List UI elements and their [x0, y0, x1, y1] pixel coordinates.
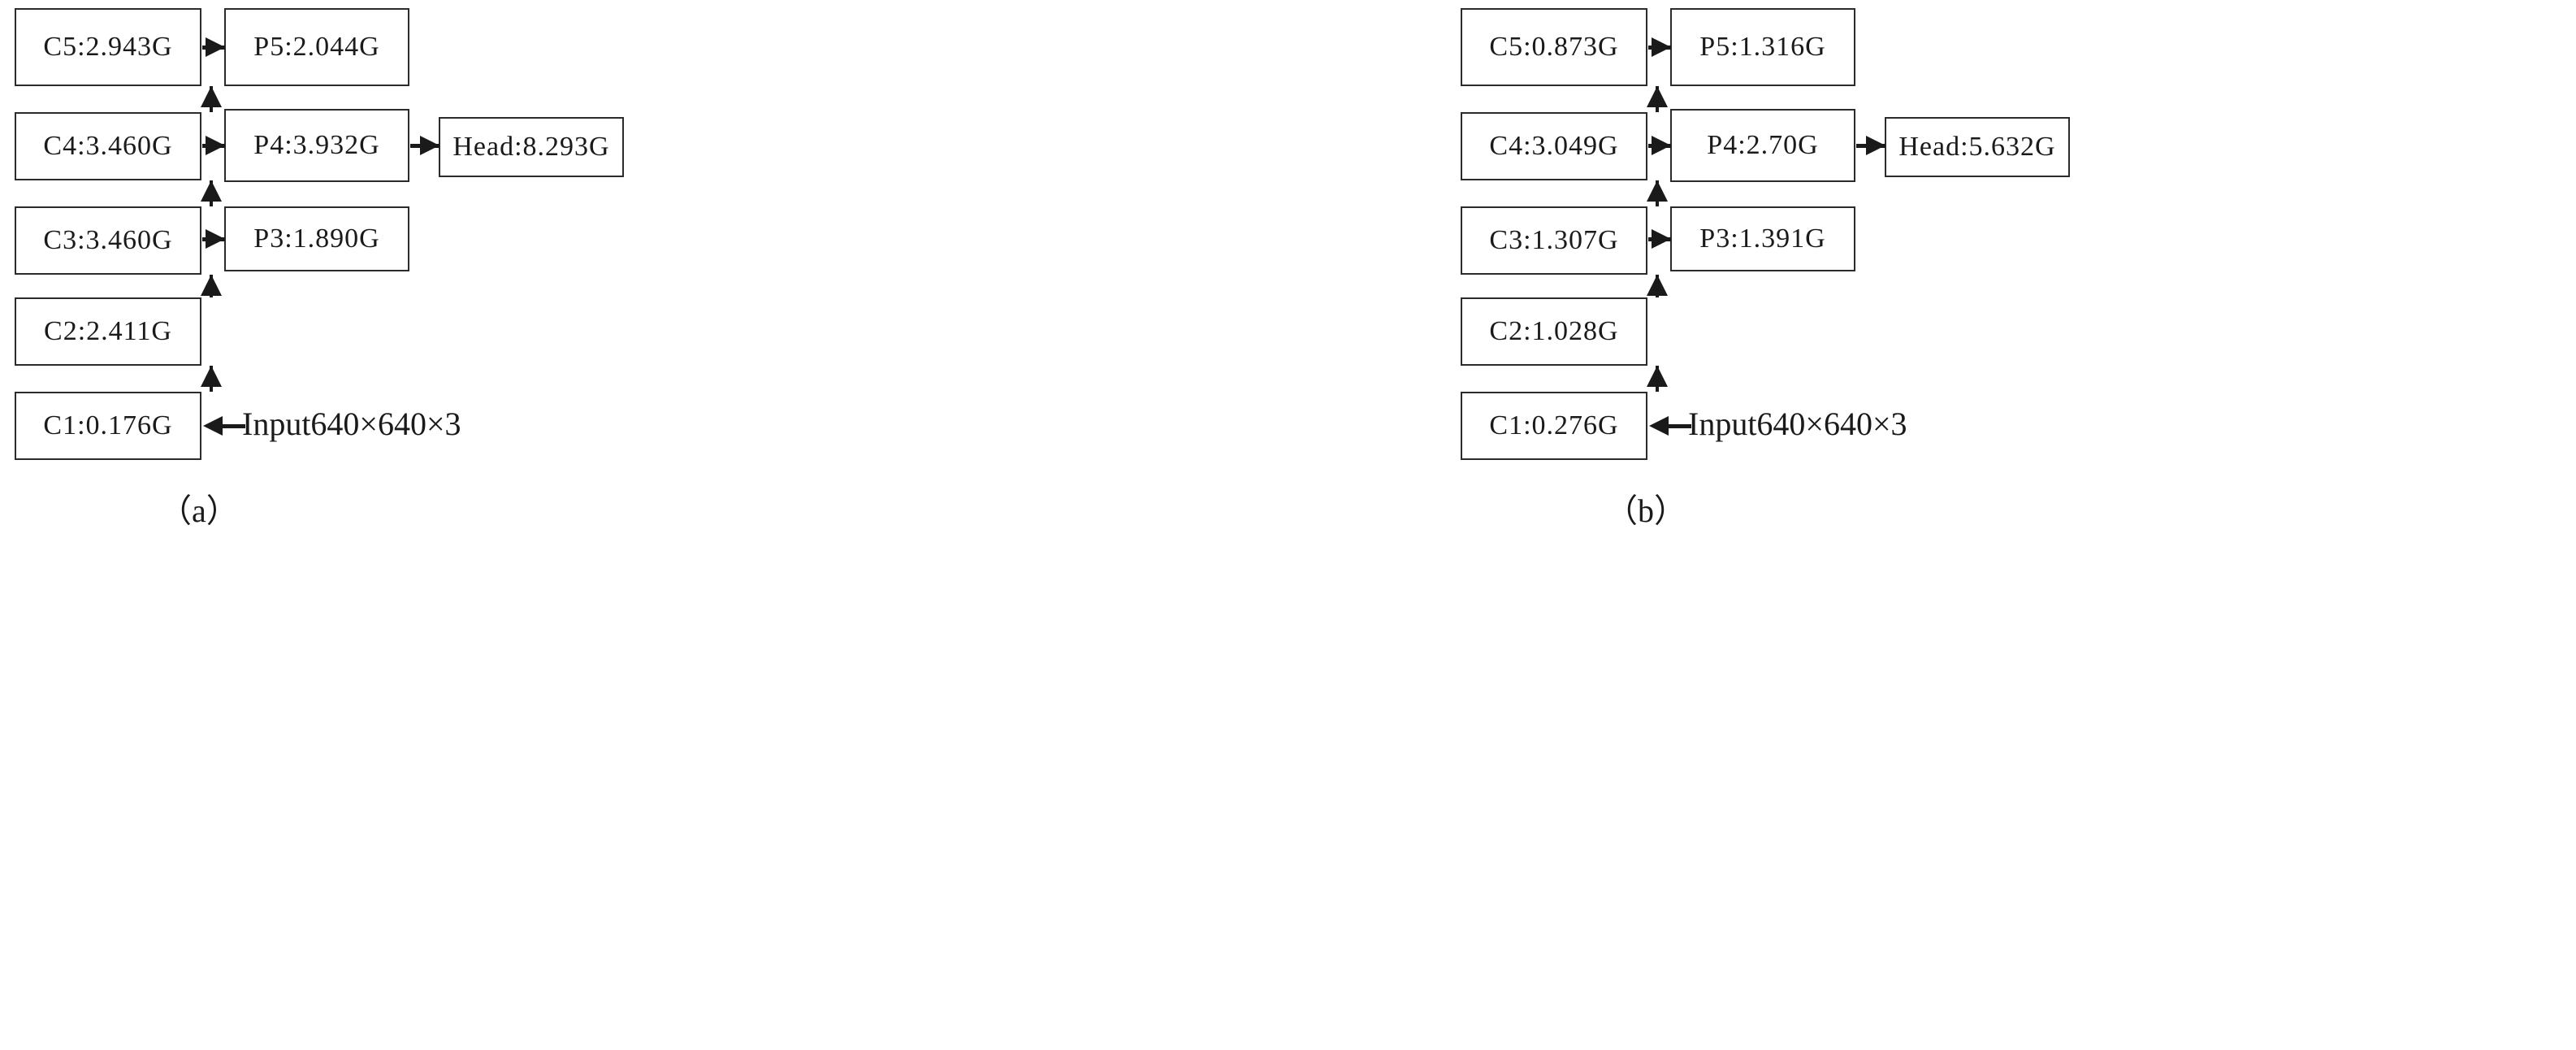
- node-c2-label: C2:1.028G: [1489, 316, 1619, 346]
- node-head-label: Head:8.293G: [452, 132, 610, 162]
- node-c4-label: C4:3.049G: [1489, 131, 1619, 161]
- node-p4-label: P4:2.70G: [1707, 130, 1819, 160]
- arrow-c2-to-c3-icon: [1647, 275, 1668, 297]
- arrow-c4-to-c5-icon: [201, 86, 222, 112]
- panel-caption-a: （a）: [159, 492, 239, 529]
- arrow-c3-to-p3-icon: [202, 229, 225, 249]
- node-c1[interactable]: C1:0.176G: [15, 392, 201, 460]
- node-head[interactable]: Head:8.293G: [439, 117, 624, 177]
- arrow-c2-to-c3-icon: [201, 275, 222, 297]
- node-c1-label: C1:0.176G: [43, 410, 173, 440]
- node-p3-label: P3:1.890G: [253, 223, 380, 254]
- node-p4[interactable]: P4:3.932G: [224, 109, 409, 182]
- node-c5[interactable]: C5:0.873G: [1461, 8, 1647, 86]
- node-c4-label: C4:3.460G: [43, 131, 173, 161]
- node-c5[interactable]: C5:2.943G: [15, 8, 201, 86]
- node-c5-label: C5:2.943G: [43, 32, 173, 62]
- arrow-input-to-c1-icon: [203, 416, 245, 436]
- arrow-c3-to-p3-icon: [1648, 229, 1671, 249]
- arrow-c4-to-c5-icon: [1647, 86, 1668, 112]
- arrow-c4-to-p4-icon: [1648, 136, 1671, 155]
- arrow-input-to-c1-icon: [1649, 416, 1691, 436]
- node-c4[interactable]: C4:3.460G: [15, 112, 201, 180]
- arrow-p4-to-head-icon: [410, 136, 439, 155]
- panel-a: C5:2.943G C4:3.460G C3:3.460G C2:2.411G …: [15, 8, 624, 529]
- node-p3-label: P3:1.391G: [1699, 223, 1826, 254]
- node-c4[interactable]: C4:3.049G: [1461, 112, 1647, 180]
- node-c2-label: C2:2.411G: [44, 316, 172, 346]
- node-head-label: Head:5.632G: [1898, 132, 2056, 162]
- node-c5-label: C5:0.873G: [1489, 32, 1619, 62]
- arrow-c1-to-c2-icon: [201, 366, 222, 392]
- node-p5-label: P5:1.316G: [1699, 32, 1826, 62]
- node-p4[interactable]: P4:2.70G: [1670, 109, 1855, 182]
- node-p3[interactable]: P3:1.391G: [1670, 206, 1855, 271]
- node-p5[interactable]: P5:2.044G: [224, 8, 409, 86]
- arrow-c1-to-c2-icon: [1647, 366, 1668, 392]
- arrow-c3-to-c4-icon: [201, 180, 222, 206]
- input-label: Input640×640×3: [1688, 406, 1907, 442]
- node-c1[interactable]: C1:0.276G: [1461, 392, 1647, 460]
- panel-caption-b: （b）: [1605, 492, 1686, 529]
- node-p3[interactable]: P3:1.890G: [224, 206, 409, 271]
- node-c2[interactable]: C2:1.028G: [1461, 297, 1647, 366]
- node-c2[interactable]: C2:2.411G: [15, 297, 201, 366]
- arrow-c5-to-p5-icon: [202, 37, 225, 57]
- arrow-p4-to-head-icon: [1856, 136, 1885, 155]
- node-p5-label: P5:2.044G: [253, 32, 380, 62]
- node-c3-label: C3:1.307G: [1489, 225, 1619, 255]
- node-p5[interactable]: P5:1.316G: [1670, 8, 1855, 86]
- arrow-c3-to-c4-icon: [1647, 180, 1668, 206]
- node-p4-label: P4:3.932G: [253, 130, 380, 160]
- arrow-c5-to-p5-icon: [1648, 37, 1671, 57]
- arrow-c4-to-p4-icon: [202, 136, 225, 155]
- input-label: Input640×640×3: [242, 406, 461, 442]
- node-c3[interactable]: C3:3.460G: [15, 206, 201, 275]
- node-c3-label: C3:3.460G: [43, 225, 173, 255]
- panel-b: C5:0.873G C4:3.049G C3:1.307G C2:1.028G …: [1288, 0, 2576, 1050]
- node-c3[interactable]: C3:1.307G: [1461, 206, 1647, 275]
- node-c1-label: C1:0.276G: [1489, 410, 1619, 440]
- node-head[interactable]: Head:5.632G: [1885, 117, 2070, 177]
